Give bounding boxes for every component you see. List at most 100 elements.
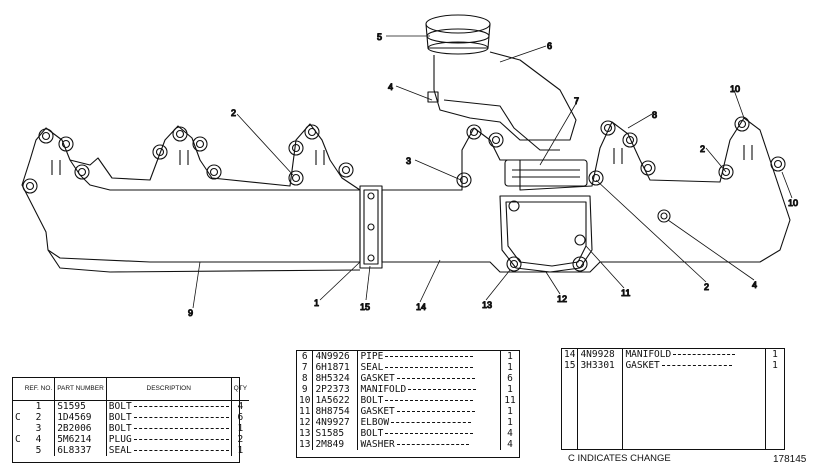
callout-label: 13 bbox=[482, 300, 492, 310]
callout-label: 10 bbox=[788, 198, 798, 208]
table-header: REF. NO. PART NUMBER DESCRIPTION QTY bbox=[13, 378, 250, 401]
leader-lines bbox=[192, 35, 793, 309]
description: BOLT bbox=[360, 395, 384, 406]
change-marker bbox=[13, 445, 23, 456]
callout-label: 5 bbox=[377, 32, 382, 42]
table-row: 3 2B2006 BOLT 1 bbox=[13, 423, 249, 434]
description: BOLT bbox=[360, 428, 384, 439]
port-bosses-right bbox=[456, 116, 786, 223]
qty: 1 bbox=[772, 360, 778, 371]
joint-flange bbox=[359, 185, 383, 269]
elbow-outlet bbox=[499, 195, 593, 273]
qty: 1 bbox=[237, 423, 244, 434]
qty: 4 bbox=[507, 428, 513, 439]
callout-label: 8 bbox=[652, 110, 657, 120]
ref-no: 1 bbox=[22, 400, 56, 412]
callout-label: 3 bbox=[406, 156, 411, 166]
description: SEAL bbox=[108, 445, 132, 456]
table-row: 12 4N9927 ELBOW 1 bbox=[297, 417, 519, 428]
qty: 4 bbox=[237, 401, 244, 412]
callout-label: 4 bbox=[752, 280, 757, 290]
callout-label: 6 bbox=[547, 41, 552, 51]
callout-label: 15 bbox=[360, 302, 370, 312]
part-number: 8H5324 bbox=[312, 373, 359, 384]
ref-no: 2 bbox=[22, 412, 56, 423]
parts-table-1: REF. NO. PART NUMBER DESCRIPTION QTY 1 S… bbox=[12, 377, 250, 463]
description: WASHER bbox=[360, 439, 395, 450]
ref-no: 14 bbox=[562, 349, 579, 360]
part-number: 4N9928 bbox=[577, 349, 624, 360]
ref-no: 6 bbox=[297, 351, 314, 362]
table-row: C 2 1D4569 BOLT 6 bbox=[13, 412, 249, 423]
table-row: 13 S1585 BOLT 4 bbox=[297, 428, 519, 439]
part-number: S1595 bbox=[54, 400, 107, 412]
qty: 1 bbox=[507, 406, 513, 417]
qty: 2 bbox=[237, 434, 244, 445]
table-row: 11 8H8754 GASKET 1 bbox=[297, 406, 519, 417]
header-description: DESCRIPTION bbox=[106, 378, 232, 401]
table-row: 10 1A5622 BOLT 11 bbox=[297, 395, 519, 406]
qty: 6 bbox=[507, 373, 513, 384]
callout-label: 14 bbox=[416, 302, 426, 312]
table-row: 15 3H3301 GASKET 1 bbox=[562, 360, 784, 371]
description: GASKET bbox=[360, 406, 395, 417]
table-row: 9 2P2373 MANIFOLD 1 bbox=[297, 384, 519, 395]
callout-label: 2 bbox=[231, 108, 236, 118]
ref-no: 13 bbox=[297, 439, 314, 450]
exhaust-manifold-diagram: 1 2 2 2 3 4 4 5 6 7 8 9 10 10 11 12 13 1… bbox=[21, 14, 799, 319]
qty: 1 bbox=[772, 349, 778, 360]
description: GASKET bbox=[360, 373, 395, 384]
callout-label: 7 bbox=[574, 96, 579, 106]
description: PLUG bbox=[108, 434, 132, 445]
qty: 11 bbox=[504, 395, 516, 406]
part-number: S1585 bbox=[312, 428, 359, 439]
part-number: 1A5622 bbox=[312, 395, 359, 406]
part-number: 8H8754 bbox=[312, 406, 359, 417]
header-part-number: PART NUMBER bbox=[54, 378, 107, 401]
qty: 6 bbox=[237, 412, 244, 423]
table-row: 5 6L8337 SEAL 1 bbox=[13, 445, 249, 456]
callout-label: 12 bbox=[557, 294, 567, 304]
change-marker bbox=[13, 401, 23, 413]
ref-no: 9 bbox=[297, 384, 314, 395]
description: GASKET bbox=[625, 360, 660, 371]
part-number: 3H3301 bbox=[577, 360, 624, 371]
parts-table-2: 6 4N9926 PIPE 1 7 6H1871 SEAL 1 8 8H5324… bbox=[296, 350, 520, 458]
ref-no: 4 bbox=[22, 434, 56, 445]
callout-label: 2 bbox=[700, 144, 705, 154]
qty: 1 bbox=[507, 384, 513, 395]
parts-table-3: 14 4N9928 MANIFOLD 1 15 3H3301 GASKET 1 bbox=[561, 348, 785, 450]
description: BOLT bbox=[108, 401, 132, 412]
ref-no: 5 bbox=[22, 445, 56, 456]
part-number: 2B2006 bbox=[54, 423, 107, 434]
part-number: 6L8337 bbox=[54, 445, 107, 456]
manifold-left-body bbox=[21, 127, 361, 263]
callout-label: 4 bbox=[388, 82, 393, 92]
seal-ring bbox=[425, 14, 491, 55]
table-row: 14 4N9928 MANIFOLD 1 bbox=[562, 349, 784, 360]
qty: 1 bbox=[507, 362, 513, 373]
table-row: 1 S1595 BOLT 4 bbox=[13, 400, 249, 413]
ref-no: 11 bbox=[297, 406, 314, 417]
callout-label: 11 bbox=[621, 288, 630, 298]
change-note: C INDICATES CHANGE bbox=[568, 453, 671, 464]
ref-no: 12 bbox=[297, 417, 314, 428]
qty: 4 bbox=[507, 439, 513, 450]
part-number: 4N9927 bbox=[312, 417, 359, 428]
header-qty: QTY bbox=[231, 378, 250, 401]
table-row: C 4 5M6214 PLUG 2 bbox=[13, 434, 249, 445]
table-row: 13 2M849 WASHER 4 bbox=[297, 439, 519, 450]
description: ELBOW bbox=[360, 417, 390, 428]
qty: 1 bbox=[237, 445, 244, 456]
change-marker: C bbox=[15, 434, 21, 445]
port-bosses-left bbox=[22, 124, 354, 194]
manifold-left-upper-edge bbox=[69, 123, 361, 191]
manifold-left-lower-edge bbox=[47, 249, 361, 273]
ref-no: 15 bbox=[562, 360, 579, 371]
ref-no: 7 bbox=[297, 362, 314, 373]
description: BOLT bbox=[108, 412, 132, 423]
callout-label: 2 bbox=[704, 282, 709, 292]
riser-pipe bbox=[433, 51, 588, 187]
qty: 1 bbox=[507, 417, 513, 428]
qty: 1 bbox=[507, 351, 513, 362]
